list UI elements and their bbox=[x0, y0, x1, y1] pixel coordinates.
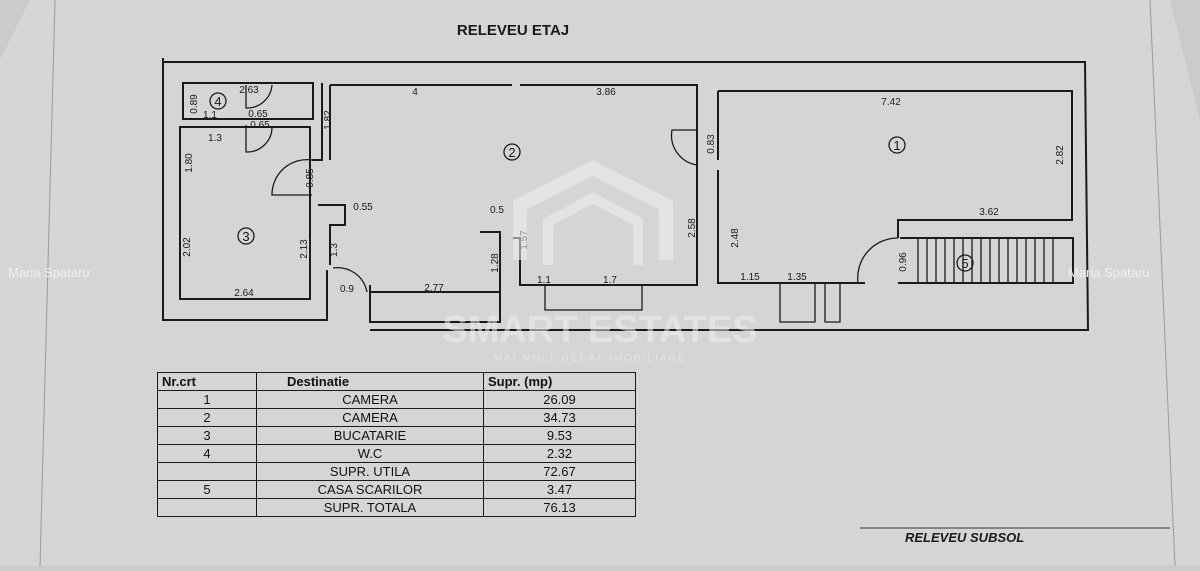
dimension-labels: 2.63 0.89 1.1 0.65 0.65 1.3 1.80 0.85 2.… bbox=[182, 85, 1066, 299]
cell-supr: 34.73 bbox=[483, 408, 636, 427]
cell-nr: 4 bbox=[157, 444, 257, 463]
dimension: 1.3 bbox=[208, 133, 222, 144]
room-number: 2 bbox=[508, 145, 515, 160]
doors bbox=[245, 84, 899, 293]
header-suprafata: Supr. (mp) bbox=[483, 372, 636, 391]
dimension: 1.82 bbox=[323, 110, 334, 130]
house-logo-icon bbox=[543, 192, 643, 265]
dimension: 2.02 bbox=[182, 237, 193, 257]
cell-dest: CAMERA bbox=[256, 390, 484, 409]
cell-nr: 1 bbox=[157, 390, 257, 409]
cell-supr: 76.13 bbox=[483, 498, 636, 517]
header-destinatie: Destinatie bbox=[256, 372, 484, 391]
cell-dest: CASA SCARILOR bbox=[256, 480, 484, 499]
cell-dest: SUPR. UTILA bbox=[256, 462, 484, 481]
dimension: 1.1 bbox=[537, 275, 551, 286]
cell-nr bbox=[157, 498, 257, 517]
cell-dest: SUPR. TOTALA bbox=[256, 498, 484, 517]
cell-nr: 2 bbox=[157, 408, 257, 427]
dimension: 0.5 bbox=[490, 205, 504, 216]
plan-title: RELEVEU ETAJ bbox=[457, 22, 569, 39]
watermark-brand: SMART ESTATES bbox=[442, 309, 757, 351]
dimension: 1.35 bbox=[787, 272, 807, 283]
dimension: 0.89 bbox=[189, 94, 200, 114]
dimension: 0.85 bbox=[305, 168, 316, 188]
dimension: 2.82 bbox=[1055, 145, 1066, 165]
header-nr: Nr.crt bbox=[157, 372, 257, 391]
cell-nr: 3 bbox=[157, 426, 257, 445]
dimension: 2.13 bbox=[299, 239, 310, 259]
table-header: Nr.crt Destinatie Supr. (mp) bbox=[157, 372, 636, 391]
dimension: 1.1 bbox=[203, 110, 217, 121]
room-number: 4 bbox=[214, 94, 221, 109]
room-number: 5 bbox=[961, 256, 968, 271]
dimension: 1.7 bbox=[603, 275, 617, 286]
cell-supr: 9.53 bbox=[483, 426, 636, 445]
cell-supr: 3.47 bbox=[483, 480, 636, 499]
cell-nr bbox=[157, 462, 257, 481]
dimension: 0.65 bbox=[250, 120, 270, 131]
paper-fold bbox=[1149, 0, 1176, 567]
dimension: 1.3 bbox=[329, 243, 340, 257]
room-number: 1 bbox=[893, 138, 900, 153]
dimension: 7.42 bbox=[881, 97, 901, 108]
cell-dest: W.C bbox=[256, 444, 484, 463]
dimension: 2.58 bbox=[687, 218, 698, 238]
cell-nr: 5 bbox=[157, 480, 257, 499]
paper-fold bbox=[39, 0, 56, 567]
dimension: 4 bbox=[412, 87, 418, 98]
dimension: 2.64 bbox=[234, 288, 254, 299]
footer-label: RELEVEU SUBSOL bbox=[905, 530, 1024, 545]
cell-dest: BUCATARIE bbox=[256, 426, 484, 445]
dimension: 2.63 bbox=[239, 85, 259, 96]
dimension: 1.28 bbox=[490, 253, 501, 273]
watermark-tagline: MAI MULT DECAT IMOBILIARE bbox=[494, 353, 687, 364]
dimension: 0.96 bbox=[898, 252, 909, 272]
dimension: 1.15 bbox=[740, 272, 760, 283]
cell-supr: 2.32 bbox=[483, 444, 636, 463]
room-number: 3 bbox=[242, 229, 249, 244]
watermark: SMART ESTATES MAI MULT DECAT IMOBILIARE bbox=[442, 160, 758, 364]
dimension: 3.86 bbox=[596, 87, 616, 98]
dimension: 0.83 bbox=[706, 134, 717, 154]
watermark-author: Maria Spataru bbox=[1068, 265, 1150, 280]
dimension: 0.65 bbox=[248, 109, 268, 120]
dimension: 2.77 bbox=[424, 283, 444, 294]
room-labels: 4 2 3 1 5 bbox=[209, 92, 974, 272]
cell-supr: 26.09 bbox=[483, 390, 636, 409]
dimension: 3.62 bbox=[979, 207, 999, 218]
watermark-author: Maria Spataru bbox=[8, 265, 90, 280]
dimension: 0.9 bbox=[340, 284, 354, 295]
cell-dest: CAMERA bbox=[256, 408, 484, 427]
dimension: 1.80 bbox=[184, 153, 195, 173]
house-logo-icon bbox=[513, 160, 673, 260]
cell-supr: 72.67 bbox=[483, 462, 636, 481]
dimension: 2.48 bbox=[730, 228, 741, 248]
dimension: 0.55 bbox=[353, 202, 373, 213]
